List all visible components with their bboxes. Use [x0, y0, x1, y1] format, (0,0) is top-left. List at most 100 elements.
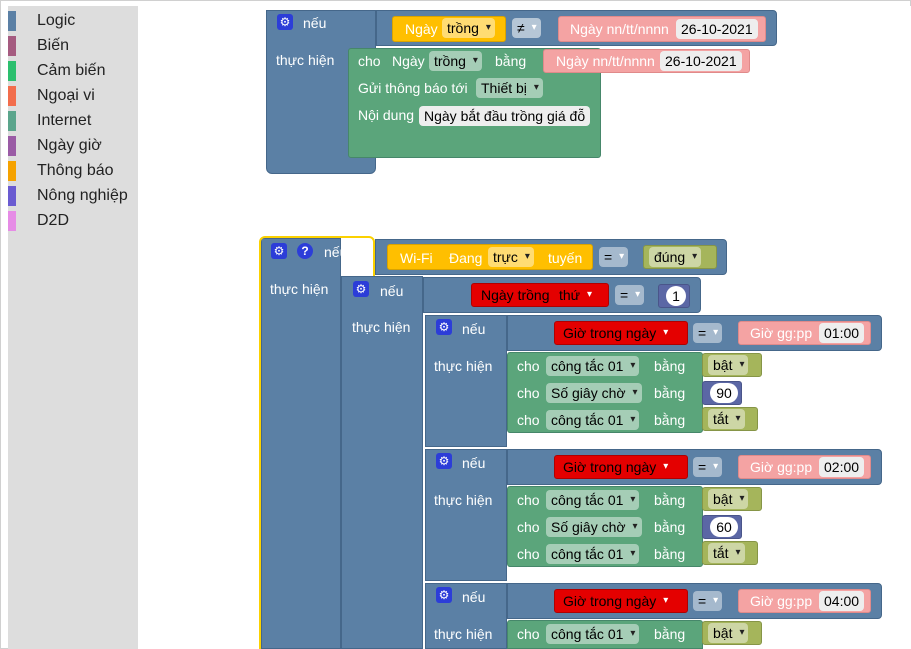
date-literal-field[interactable]: 26-10-2021 [660, 51, 742, 71]
do-label: thực hiện [270, 281, 329, 297]
operator-dropdown[interactable]: = [693, 457, 723, 477]
do-label: thực hiện [434, 626, 493, 642]
boolean-dropdown[interactable]: đúng [649, 247, 702, 267]
category-label: Internet [37, 112, 92, 129]
date-literal-field[interactable]: 26-10-2021 [676, 19, 758, 39]
if-block-day[interactable] [341, 276, 423, 649]
if-label: nếu [462, 589, 486, 605]
category-label: Nông nghiệp [37, 187, 128, 204]
switch-variable-dropdown[interactable]: công tắc 01 [546, 624, 640, 644]
content-field[interactable]: Ngày bắt đầu trồng giá đỗ [419, 106, 591, 126]
wifi-state-dropdown[interactable]: trực [488, 247, 534, 267]
gear-icon[interactable]: ⚙ [436, 453, 452, 469]
state-dropdown[interactable]: bật [708, 355, 749, 375]
date-variable-dropdown[interactable]: trồng [442, 18, 495, 38]
operator-dropdown[interactable]: = [615, 285, 645, 305]
state-dropdown[interactable]: bật [708, 489, 749, 509]
if-label: nếu [462, 321, 486, 337]
gear-icon[interactable]: ⚙ [277, 14, 293, 30]
number-field[interactable]: 90 [710, 383, 738, 403]
category-label: Thông báo [37, 162, 114, 179]
wifi-label: Wi-Fi [400, 250, 433, 266]
if-label: nếu [462, 455, 486, 471]
category-peripherals[interactable]: Ngoại vi [8, 85, 138, 107]
day-variable-label: Ngày trồng [481, 287, 550, 303]
category-internet[interactable]: Internet [8, 110, 138, 132]
set-keyword: cho [517, 519, 540, 535]
workspace[interactable]: ⚙ nếu thực hiện Ngày trồng ≠ Ngày nn/tt/… [138, 6, 911, 649]
set-keyword: cho [358, 53, 381, 69]
operator-dropdown[interactable]: ≠ [512, 18, 541, 38]
day-variable-dropdown[interactable]: thứ [554, 285, 596, 305]
hour-variable-dropdown[interactable]: Giờ trong ngày [558, 591, 672, 611]
switch-variable-dropdown[interactable]: công tắc 01 [546, 490, 640, 510]
switch-variable-dropdown[interactable]: công tắc 01 [546, 356, 640, 376]
number-field[interactable]: 1 [666, 286, 686, 306]
do-label: thực hiện [434, 358, 493, 374]
category-swatch [8, 11, 16, 31]
wifi-state-label: Đang [449, 250, 483, 266]
if-label: nếu [303, 15, 327, 31]
category-d2d[interactable]: D2D [8, 210, 138, 232]
hour-variable-dropdown[interactable]: Giờ trong ngày [558, 323, 672, 343]
category-swatch [8, 136, 16, 156]
state-dropdown[interactable]: bật [708, 623, 749, 643]
help-icon[interactable]: ? [297, 243, 313, 259]
set-keyword: cho [517, 358, 540, 374]
if-block-wifi[interactable] [261, 238, 341, 649]
set-variable-dropdown[interactable]: trồng [429, 51, 482, 71]
number-field[interactable]: 60 [710, 517, 738, 537]
if-block-time[interactable] [425, 449, 507, 581]
category-label: D2D [37, 212, 70, 229]
set-keyword: cho [517, 412, 540, 428]
do-label: thực hiện [434, 492, 493, 508]
operator-dropdown[interactable]: = [693, 323, 723, 343]
switch-variable-dropdown[interactable]: công tắc 01 [546, 544, 640, 564]
category-sensors[interactable]: Cảm biến [8, 60, 138, 82]
time-literal-field[interactable]: 01:00 [819, 323, 865, 343]
date-variable-label: Ngày [405, 21, 438, 37]
category-swatch [8, 86, 16, 106]
hour-variable-dropdown[interactable]: Giờ trong ngày [558, 457, 672, 477]
state-dropdown[interactable]: tắt [708, 543, 745, 563]
gear-icon[interactable]: ⚙ [353, 281, 369, 297]
date-literal-label: Ngày nn/tt/nnnn [570, 21, 669, 37]
category-swatch [8, 36, 16, 56]
state-dropdown[interactable]: tắt [708, 409, 745, 429]
notify-target-dropdown[interactable]: Thiết bị [476, 78, 543, 98]
notify-label: Gửi thông báo tới [358, 80, 468, 96]
category-notifications[interactable]: Thông báo [8, 160, 138, 182]
category-swatch [8, 111, 16, 131]
equals-label: bằng [654, 626, 686, 642]
if-block-time[interactable] [425, 315, 507, 447]
category-agriculture[interactable]: Nông nghiệp [8, 185, 138, 207]
set-keyword: cho [517, 492, 540, 508]
category-logic[interactable]: Logic [8, 10, 138, 32]
equals-label: bằng [654, 358, 686, 374]
set-keyword: cho [517, 626, 540, 642]
category-variables[interactable]: Biến [8, 35, 138, 57]
time-literal-label: Giờ gg:pp [750, 325, 813, 341]
category-label: Biến [37, 37, 70, 54]
time-literal-field[interactable]: 04:00 [819, 591, 865, 611]
category-datetime[interactable]: Ngày giờ [8, 135, 138, 157]
seconds-variable-dropdown[interactable]: Số giây chờ [546, 517, 642, 537]
switch-variable-dropdown[interactable]: công tắc 01 [546, 410, 640, 430]
seconds-variable-dropdown[interactable]: Số giây chờ [546, 383, 642, 403]
equals-label: bằng [654, 546, 686, 562]
wifi-tail-label: tuyến [548, 250, 583, 266]
time-literal-field[interactable]: 02:00 [819, 457, 865, 477]
category-swatch [8, 211, 16, 231]
set-keyword: cho [517, 385, 540, 401]
do-label: thực hiện [352, 319, 411, 335]
set-variable-label: Ngày [392, 53, 425, 69]
category-swatch [8, 61, 16, 81]
operator-dropdown[interactable]: = [599, 247, 629, 267]
operator-dropdown[interactable]: = [693, 591, 723, 611]
category-label: Ngày giờ [37, 137, 102, 154]
category-label: Cảm biến [37, 62, 106, 79]
gear-icon[interactable]: ⚙ [436, 319, 452, 335]
gear-icon[interactable]: ⚙ [271, 243, 287, 259]
gear-icon[interactable]: ⚙ [436, 587, 452, 603]
if-label: nếu [380, 283, 404, 299]
